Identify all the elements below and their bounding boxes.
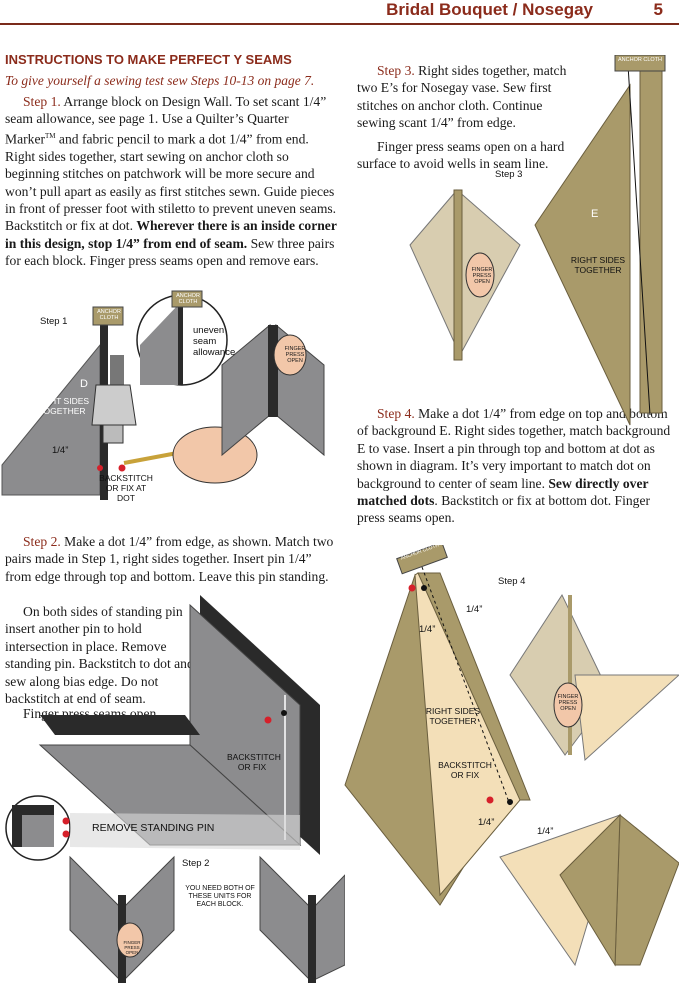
- red-dot: [486, 796, 494, 804]
- step4-label: Step 4.: [377, 406, 415, 421]
- remove-standing-pin-label: REMOVE STANDING PIN: [92, 822, 215, 834]
- right-sides-together-label-step4: RIGHT SIDES TOGETHER: [425, 706, 481, 726]
- step4-body-b: . Backstitch or fix at bottom dot. Finge…: [357, 493, 651, 526]
- section-subheading: To give yourself a sewing test sew Steps…: [5, 73, 315, 88]
- black-dot: [281, 710, 287, 716]
- anchor-cloth-tag: [92, 306, 124, 326]
- step3-text: Step 3. Right sides together, match two …: [357, 62, 582, 172]
- step1-bold: Wherever there is an inside corner in th…: [5, 218, 337, 251]
- quarter-inch-label: 1/4”: [52, 445, 69, 456]
- backstitch-or-fix-label: BACKSTITCH OR FIX: [227, 752, 281, 772]
- step2-label: Step 2.: [23, 534, 61, 549]
- backstitch-or-fix-label-step4: BACKSTITCH OR FIX: [438, 760, 492, 780]
- step2-text-a: Step 2. Make a dot 1/4” from edge, as sh…: [5, 533, 338, 585]
- step1-title: Step 1: [40, 316, 68, 327]
- page-header: Bridal Bouquet / Nosegay 5: [0, 0, 679, 25]
- step1-body-c: Sew three pairs for each block. Finger p…: [5, 235, 335, 269]
- step4-small-unit: [509, 593, 679, 762]
- magnifier-inset: [136, 290, 228, 386]
- step4-diagram: [344, 545, 679, 967]
- step4-main-unit: [344, 545, 531, 906]
- step3-large-unit: [534, 64, 663, 426]
- anchor-cloth-tag: [614, 55, 666, 72]
- need-both-label: YOU NEED BOTH OF THESE UNITS FOR EACH BL…: [185, 885, 255, 908]
- quarter-inch-label: 1/4”: [537, 826, 554, 837]
- red-dot: [118, 464, 126, 472]
- right-sides-together-label-step3: RIGHT SIDES TOGETHER: [570, 255, 626, 275]
- uneven-seam-label: uneven seam allowance: [193, 325, 236, 358]
- step4-body-a: Make a dot 1/4” from edge on top and bot…: [357, 406, 671, 491]
- step3-label: Step 3.: [377, 63, 415, 78]
- step3-body-a: Right sides together, match two E’s for …: [357, 63, 567, 131]
- step3-diagram: [409, 55, 666, 426]
- right-sides-together-label: RIGHT SIDES TOGETHER: [34, 396, 90, 416]
- step2-small-units: [69, 855, 345, 983]
- step3-title: Step 3: [495, 169, 523, 180]
- step1-label: Step 1.: [23, 94, 61, 109]
- step1-text: Step 1. Arrange block on Design Wall. To…: [5, 93, 338, 270]
- finger-press-unit: [221, 323, 325, 457]
- page-number: 5: [653, 0, 663, 19]
- page-title: Bridal Bouquet / Nosegay: [386, 0, 593, 19]
- red-dot: [97, 465, 103, 471]
- red-dot: [408, 584, 416, 592]
- step1-diagram: [1, 290, 325, 500]
- finger-press-label-step4: FINGER PRESS OPEN: [557, 694, 579, 712]
- quarter-inch-label: 1/4”: [419, 624, 436, 635]
- header-rule: [0, 23, 679, 25]
- step4-text: Step 4. Make a dot 1/4” from edge on top…: [357, 405, 671, 527]
- step2-magnifier: [5, 795, 300, 861]
- step2-text-b: On both sides of standing pin insert ano…: [5, 604, 194, 707]
- step4-bottom-unit: [499, 813, 679, 967]
- backstitch-at-dot-label: BACKSTITCH OR FIX AT DOT: [99, 473, 153, 503]
- trademark: TM: [45, 131, 56, 140]
- quarter-inch-label: 1/4”: [466, 604, 483, 615]
- step4-title: Step 4: [498, 576, 526, 587]
- step1-body-b: and fabric pencil to mark a dot 1/4” fro…: [5, 131, 337, 234]
- step4-bold: Sew directly over matched dots: [357, 475, 649, 509]
- step2-diagram: [5, 595, 345, 983]
- step3-body-b: Finger press seams open on a hard surfac…: [357, 138, 565, 172]
- finger-press-label: FINGER PRESS OPEN: [284, 346, 306, 364]
- finger-press-label-step3: FINGER PRESS OPEN: [471, 267, 493, 285]
- step2-title: Step 2: [182, 858, 210, 869]
- piece-e-label: E: [591, 208, 599, 220]
- anchor-cloth-label: ANCHOR CLOTH: [97, 309, 121, 321]
- step3-small-unit: [409, 189, 521, 361]
- finger-press-label-step2: FINGER PRESS OPEN: [123, 940, 141, 955]
- red-dot: [264, 716, 272, 724]
- anchor-cloth-label-step3: ANCHOR CLOTH: [617, 57, 662, 63]
- black-dot: [421, 585, 427, 591]
- quarter-inch-label: 1/4”: [478, 817, 495, 828]
- piece-d-shape: [1, 343, 101, 496]
- black-dot: [507, 799, 513, 805]
- step2-body-a: Make a dot 1/4” from edge, as shown. Mat…: [5, 534, 334, 584]
- anchor-cloth-label-inset: ANCHOR CLOTH: [176, 293, 200, 305]
- piece-d-label: D: [80, 378, 88, 390]
- section-heading: INSTRUCTIONS TO MAKE PERFECT Y SEAMS: [5, 52, 292, 67]
- presser-foot-icon: [91, 355, 137, 444]
- step1-body-a: Arrange block on Design Wall. To set sca…: [5, 94, 327, 147]
